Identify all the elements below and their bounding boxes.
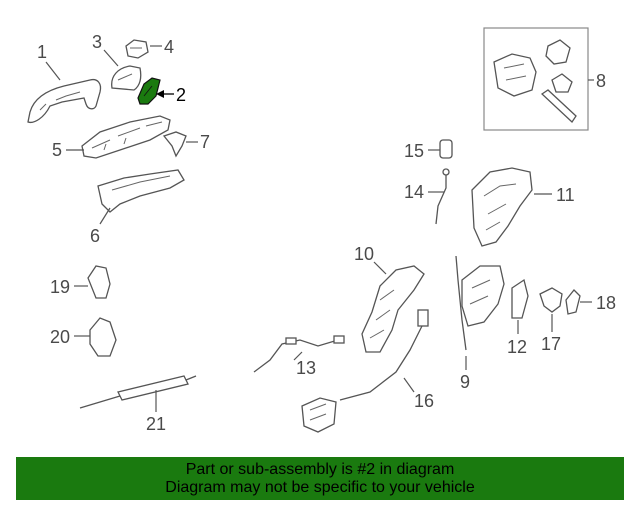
part-15-pad (439, 139, 453, 159)
part-12-bracket (511, 278, 529, 319)
part-16-actuator (301, 309, 429, 433)
part-7-clip (162, 131, 187, 158)
part-19-bracket (87, 265, 111, 299)
callout-18: 18 (596, 293, 616, 313)
part-2-highlighted (137, 77, 161, 105)
callout-7: 7 (200, 132, 210, 152)
callout-2: 2 (176, 85, 186, 105)
callout-10: 10 (354, 244, 374, 264)
part-18-clip (565, 289, 581, 315)
callout-16: 16 (414, 391, 434, 411)
callout-3: 3 (92, 32, 102, 52)
part-4-cap (125, 39, 149, 59)
callout-12: 12 (507, 337, 527, 357)
callout-15: 15 (404, 141, 424, 161)
banner-line-1: Part or sub-assembly is #2 in diagram (185, 460, 455, 478)
part-20-bracket (89, 317, 117, 357)
part-3-handle-cap (111, 65, 142, 91)
part-21-rod (79, 375, 197, 409)
part-14-rod (435, 168, 450, 225)
part-11-bracket (471, 167, 533, 247)
part-9-latch (455, 255, 505, 351)
callout-9: 9 (460, 372, 470, 392)
part-1-outer-handle (27, 78, 102, 124)
info-banner: Part or sub-assembly is #2 in diagram Di… (16, 457, 624, 500)
callout-21: 21 (146, 414, 166, 434)
parts-diagram: 1 2 3 4 5 6 7 8 9 10 11 12 13 14 15 16 1… (27, 27, 616, 434)
callout-11: 11 (556, 185, 575, 205)
part-5-handle-frame (81, 115, 171, 159)
callout-19: 19 (50, 277, 70, 297)
callout-14: 14 (404, 182, 424, 202)
callout-20: 20 (50, 327, 70, 347)
part-8-lock-kit (483, 27, 589, 131)
callout-17: 17 (541, 334, 561, 354)
callout-5: 5 (52, 140, 62, 160)
callout-1: 1 (37, 42, 47, 62)
callout-6: 6 (90, 226, 100, 246)
callout-8: 8 (596, 71, 606, 91)
part-6-bracket (97, 169, 185, 213)
part-10-latch-housing (361, 265, 425, 353)
callout-4: 4 (164, 37, 174, 57)
banner-line-2: Diagram may not be specific to your vehi… (165, 478, 475, 496)
callout-13: 13 (296, 358, 316, 378)
part-13-cable (253, 335, 345, 373)
part-17-striker (539, 287, 563, 313)
